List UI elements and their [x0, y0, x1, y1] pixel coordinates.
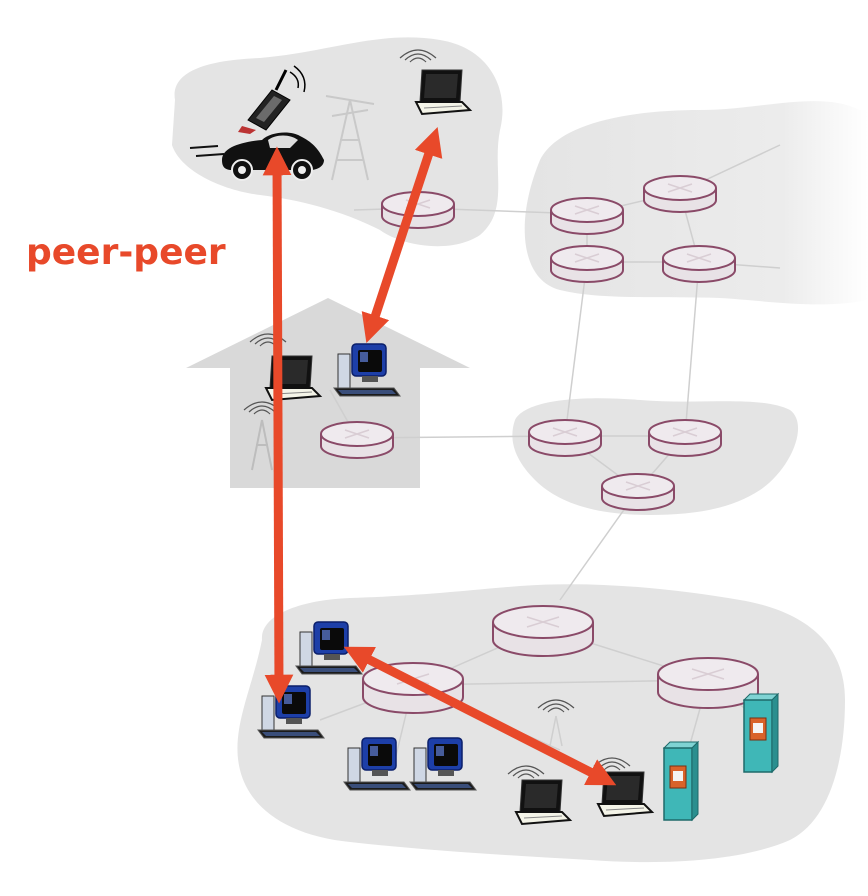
peer-peer-arrow-phone-to-desktop	[262, 146, 294, 704]
router-icon	[320, 421, 394, 459]
cell-phone-icon	[238, 65, 306, 134]
router-icon	[528, 419, 602, 457]
router-icon	[492, 605, 594, 657]
home-network	[186, 298, 470, 488]
house-icon	[186, 298, 470, 488]
router-icon	[550, 197, 624, 235]
peer-peer-arrow-laptop-to-home-desktop	[361, 127, 443, 343]
router-icon	[662, 245, 736, 283]
router-icon	[550, 245, 624, 283]
router-icon	[601, 473, 675, 511]
server-icon	[743, 693, 779, 773]
peer-peer-arrows	[262, 127, 617, 786]
peer-peer-label: peer-peer	[26, 232, 226, 273]
peer-peer-arrow-desktop-to-laptop	[343, 646, 617, 786]
router-icon	[643, 175, 717, 213]
server-icon	[663, 741, 699, 821]
router-icon	[362, 662, 464, 714]
router-icon	[648, 419, 722, 457]
